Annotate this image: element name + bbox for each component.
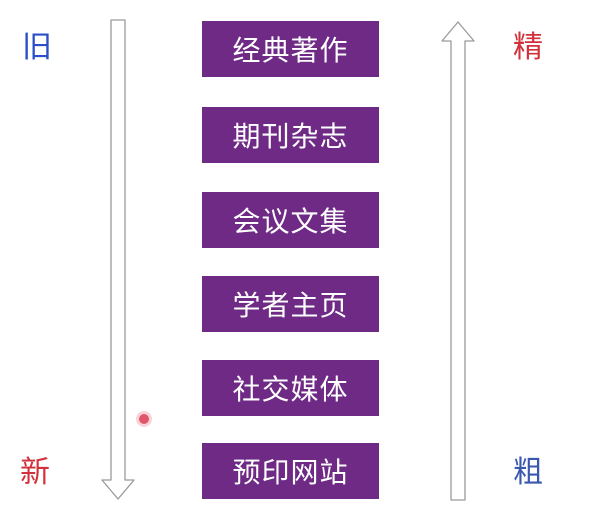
cursor-pointer-icon (139, 414, 149, 424)
label-fine: 精 (513, 30, 543, 65)
source-box-journals: 期刊杂志 (202, 107, 379, 163)
source-box-social-media: 社交媒体 (202, 360, 379, 416)
label-new: 新 (20, 455, 50, 490)
label-old: 旧 (22, 30, 52, 65)
source-box-classic-works: 经典著作 (202, 21, 379, 77)
source-box-scholar-homepages: 学者主页 (202, 276, 379, 332)
source-label: 社交媒体 (232, 373, 349, 406)
up-arrow-icon (441, 21, 475, 501)
label-coarse: 粗 (513, 455, 543, 490)
source-label: 会议文集 (232, 205, 349, 238)
source-label: 期刊杂志 (232, 120, 349, 153)
source-box-conference-proceedings: 会议文集 (202, 192, 379, 248)
down-arrow-icon (101, 19, 135, 500)
source-label: 学者主页 (232, 289, 349, 322)
source-label: 预印网站 (232, 456, 349, 489)
source-box-preprint-sites: 预印网站 (202, 443, 379, 499)
source-label: 经典著作 (232, 34, 349, 67)
